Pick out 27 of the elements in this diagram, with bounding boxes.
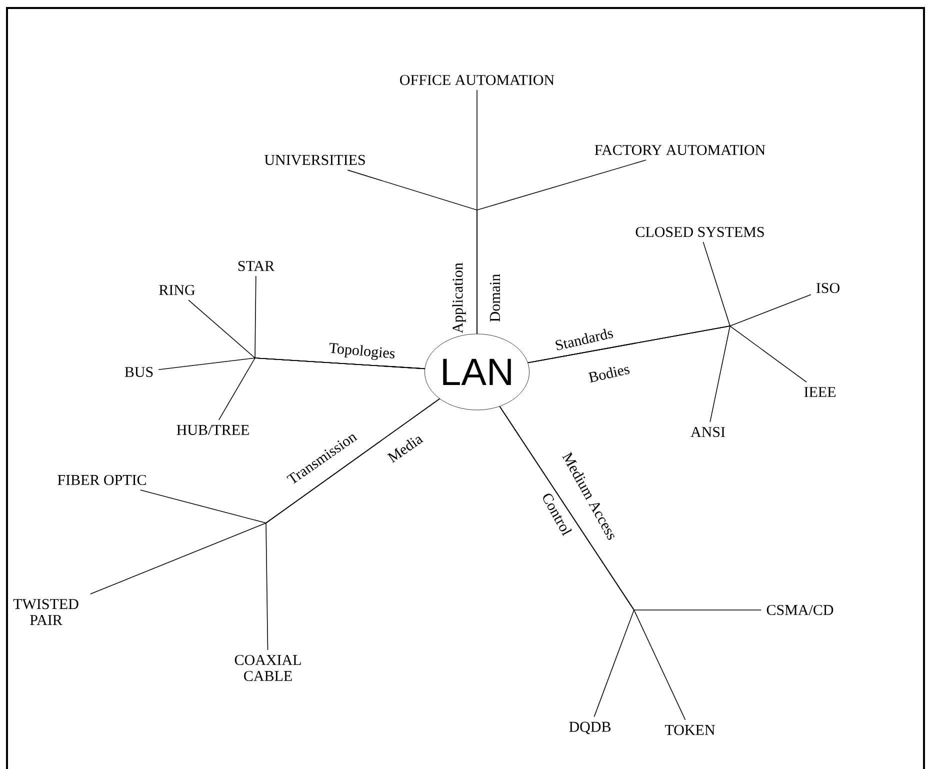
branch-label: FIBER OPTIC (58, 474, 146, 486)
connector-line (499, 406, 686, 720)
branch-label: TOKEN (665, 724, 715, 736)
branch-name: Topologies (330, 342, 394, 360)
branch-name: Standards (556, 328, 614, 350)
branch-label: IEEE (804, 387, 836, 397)
branch-label: ISO (816, 282, 840, 294)
branch-label: COAXIAL CABLE (234, 654, 301, 682)
branch-label: CLOSED SYSTEMS (636, 226, 764, 238)
branch-name: Bodies (588, 366, 630, 383)
branch-label: HUB/TREE (176, 424, 249, 435)
branch-label: OFFICE AUTOMATION (400, 74, 554, 86)
branch-label: ANSI (690, 426, 725, 438)
connector-line (528, 326, 731, 422)
connector-line (266, 398, 440, 650)
branch-label: DQDB (569, 722, 610, 734)
connector-line (476, 160, 646, 334)
branch-label: CSMA/CD (766, 604, 834, 616)
branch-name: Application (452, 262, 466, 334)
branch-label: UNIVERSITIES (264, 154, 365, 166)
branch-label: STAR (238, 260, 275, 272)
branch-name: Domain (490, 274, 500, 322)
branch-label: TWISTED PAIR (13, 599, 78, 625)
connector-line (218, 358, 426, 420)
branch-label: FACTORY AUTOMATION (594, 144, 766, 156)
branch-label: BUS (124, 366, 153, 378)
branch-label: RING (159, 284, 195, 296)
